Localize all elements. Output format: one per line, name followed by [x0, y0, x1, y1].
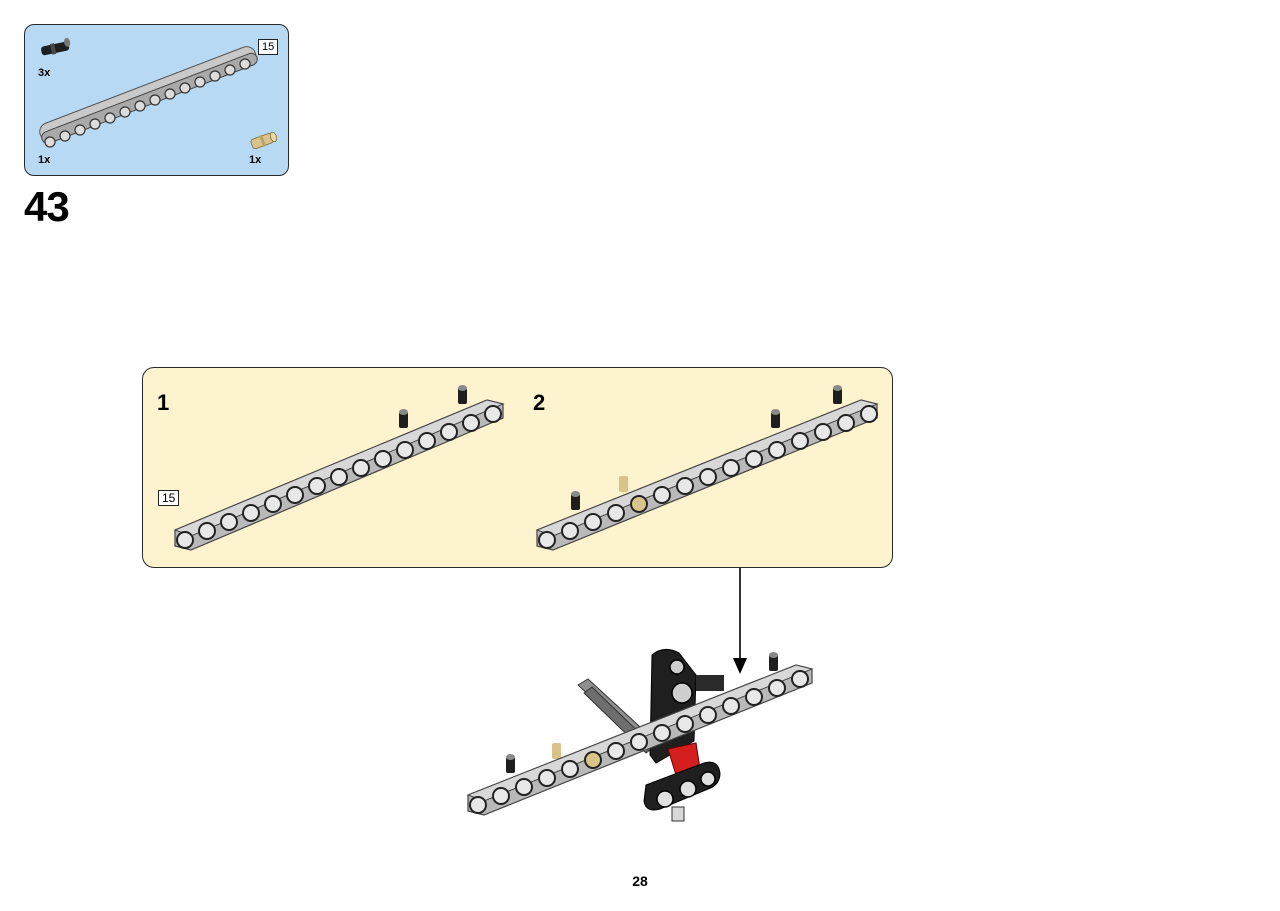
sub-step-1-length-label: 15: [158, 490, 180, 506]
grey-15-hole-beam-icon: [39, 46, 258, 148]
main-model-illustration: [466, 649, 814, 822]
tan-axle-pin-icon: [250, 131, 278, 150]
step-number: 43: [24, 183, 70, 230]
sub-step-1-number: 1: [157, 390, 170, 415]
page-number: 28: [632, 873, 648, 889]
beam-quantity: 1x: [38, 154, 51, 166]
sub-step-1-beam-illustration: [173, 385, 505, 551]
sub-step-2-beam-illustration: [535, 385, 879, 551]
parts-callout: 3x 15 1x 1x: [24, 24, 289, 176]
sub-assembly-panel: 1 15 2: [142, 367, 893, 568]
pin-quantity: 3x: [38, 67, 51, 79]
black-connector-pin-icon: [41, 37, 71, 56]
beam-length-label: 15: [258, 39, 279, 55]
attach-arrow: [733, 568, 747, 674]
sub-step-2-number: 2: [533, 390, 546, 415]
axle-pin-quantity: 1x: [249, 154, 262, 166]
